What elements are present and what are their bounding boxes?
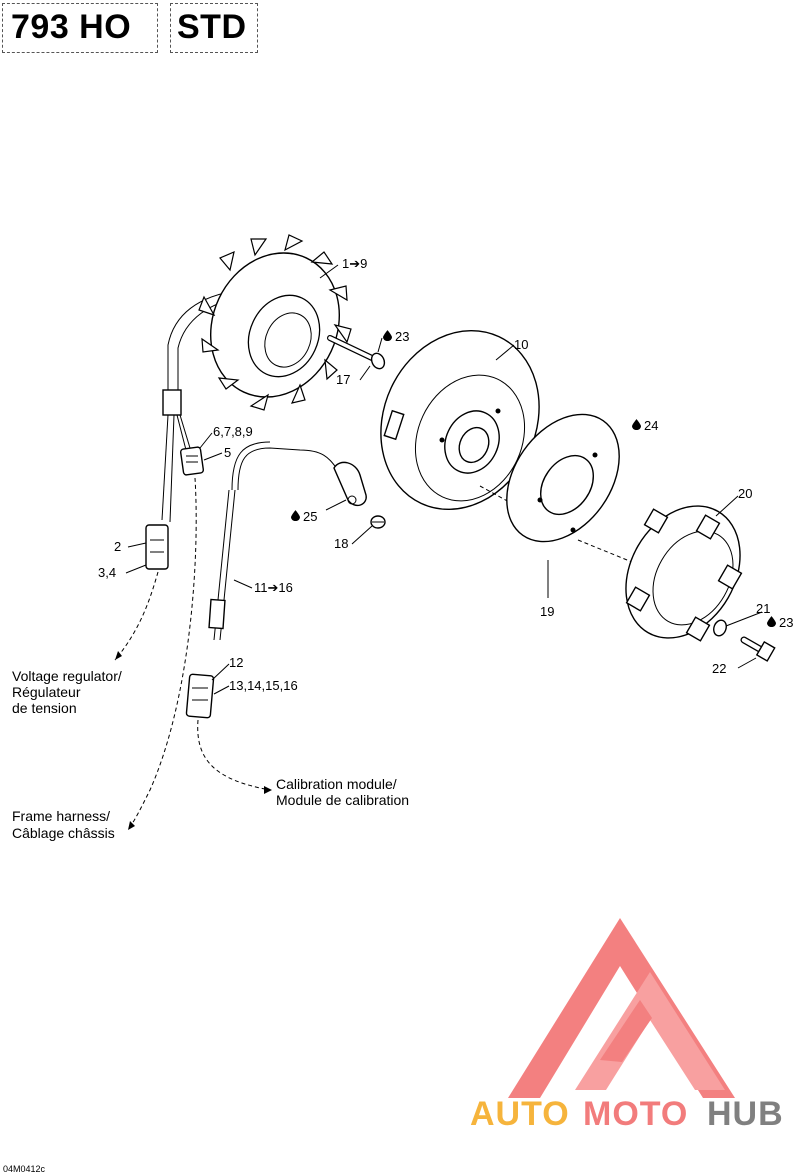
stator: [198, 234, 352, 411]
leader-lines: [125, 264, 763, 695]
starter-ring: [625, 505, 743, 642]
model-label: 793 HO: [2, 3, 158, 53]
drop-icon: [767, 616, 776, 627]
connector-2-4: [145, 524, 169, 570]
washer-21: [713, 619, 727, 637]
callout-24: 24: [644, 418, 658, 433]
watermark-moto: MOTO: [583, 1095, 688, 1133]
callout-6-9: 6,7,8,9: [213, 424, 253, 439]
callout-17: 17: [336, 372, 350, 387]
drop-icon: [632, 419, 641, 430]
callout-10: 10: [514, 337, 528, 352]
watermark-logo: [508, 918, 735, 1098]
voltage-regulator-lead: [114, 571, 159, 661]
voltage-regulator-note-3: de tension: [12, 700, 77, 716]
callout-11-16: 11➔16: [254, 580, 293, 595]
callout-19: 19: [540, 604, 554, 619]
spacer-ring: [506, 413, 620, 543]
bolt-22: [740, 636, 776, 662]
callout-22: 22: [712, 661, 726, 676]
callout-12: 12: [229, 655, 243, 670]
voltage-regulator-note-1: Voltage regulator/: [12, 668, 122, 684]
callout-18: 18: [334, 536, 348, 551]
frame-harness-note-2: Câblage châssis: [12, 825, 115, 841]
screw-17: [327, 335, 386, 370]
callout-2: 2: [114, 539, 121, 554]
trigger-wire: [208, 441, 339, 641]
drawing-code: 04M0412c: [3, 1164, 46, 1174]
callout-20: 20: [738, 486, 752, 501]
drop-icon: [383, 330, 392, 341]
screw-18: [370, 515, 386, 529]
callout-21: 21: [756, 601, 770, 616]
calibration-module-note-1: Calibration module/: [276, 776, 397, 792]
callout-25: 25: [303, 509, 317, 524]
watermark-auto: AUTO: [470, 1095, 570, 1133]
calibration-module-lead: [197, 719, 271, 791]
callout-23-bolt: 23: [779, 615, 793, 630]
watermark-text: AUTO MOTO HUB: [470, 1095, 784, 1133]
watermark-hub: HUB: [707, 1095, 784, 1133]
trigger-coil: [333, 461, 367, 507]
frame-harness-lead: [127, 477, 197, 831]
variant-label: STD: [170, 3, 258, 53]
callout-3-4: 3,4: [98, 565, 116, 580]
connector-12-16: [185, 673, 215, 719]
callout-23-screw: 23: [395, 329, 409, 344]
connector-6-9: [179, 446, 205, 476]
callout-1-9: 1➔9: [342, 256, 367, 271]
callout-13-16: 13,14,15,16: [229, 678, 298, 693]
voltage-regulator-note-2: Régulateur: [12, 684, 81, 700]
callout-5: 5: [224, 445, 231, 460]
drop-icon: [291, 510, 300, 521]
flywheel: [380, 329, 540, 511]
calibration-module-note-2: Module de calibration: [276, 792, 409, 808]
frame-harness-note-1: Frame harness/: [12, 808, 110, 824]
